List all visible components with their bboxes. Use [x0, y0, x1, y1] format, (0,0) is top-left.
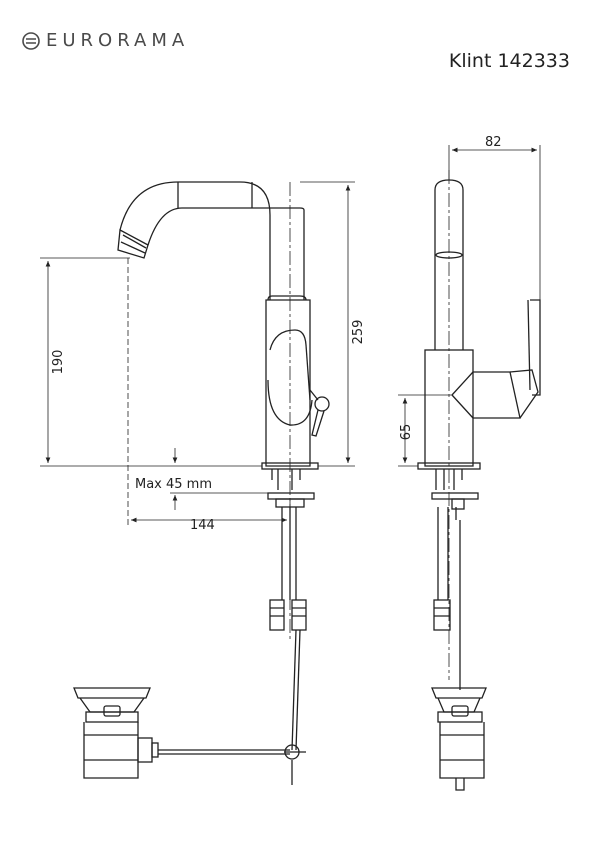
popup-rod [291, 629, 297, 751]
brand-name: EURORAMA [46, 30, 190, 51]
product-title: Klint 142333 [448, 50, 570, 72]
faucet-spout [117, 181, 305, 300]
dim-depth-label: 82 [485, 135, 502, 150]
side-dimensions [398, 145, 541, 680]
side-body [424, 299, 541, 467]
eurorama-logo-icon [22, 31, 40, 50]
dim-reach-label: 144 [190, 518, 215, 533]
front-dimensions [40, 181, 355, 640]
header: EURORAMA Klint 142333 [0, 0, 600, 90]
dim-spout-height-label: 190 [51, 350, 66, 375]
dim-max-thickness-label: Max 45 mm [135, 477, 212, 492]
faucet-body [265, 295, 330, 467]
brand: EURORAMA [22, 30, 189, 51]
drain-assembly [73, 687, 306, 785]
dim-lever-height-label: 65 [399, 424, 414, 441]
side-drain [431, 687, 487, 791]
dim-height-total-label: 259 [351, 320, 366, 345]
side-view [417, 179, 541, 791]
